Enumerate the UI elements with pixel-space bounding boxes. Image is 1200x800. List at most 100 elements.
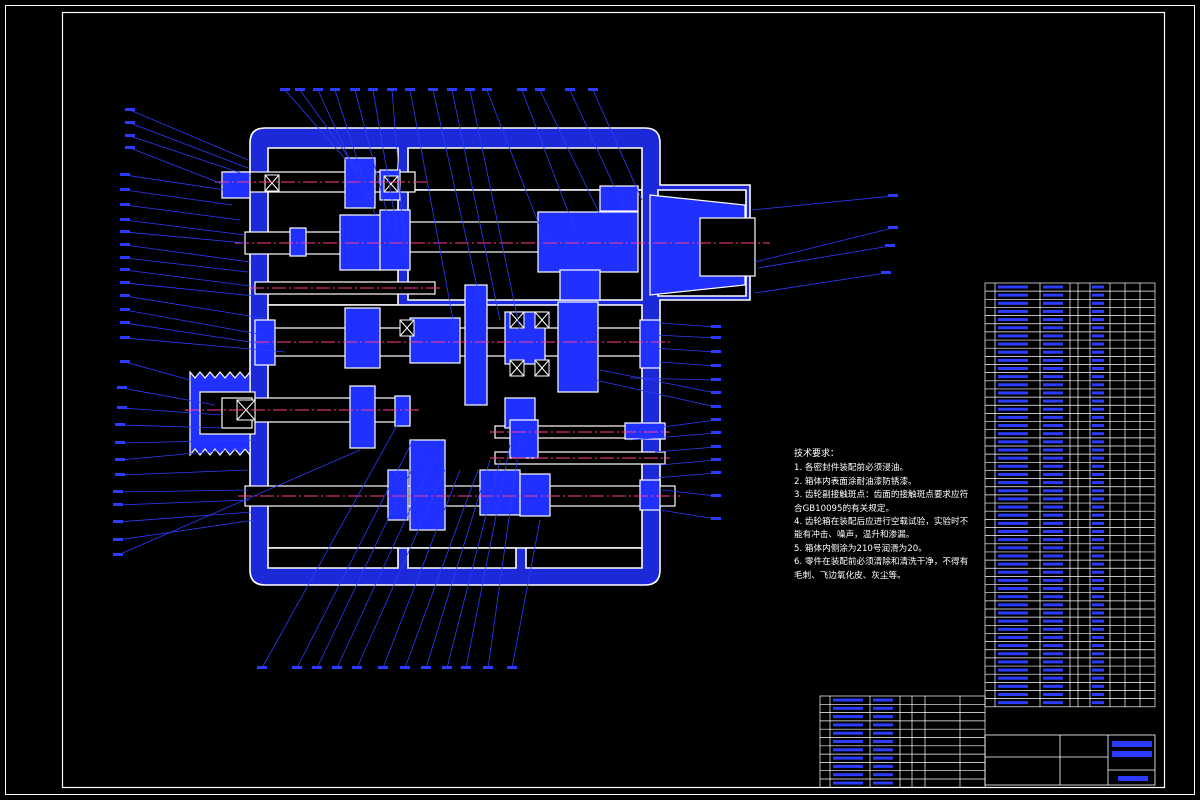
part-number-tag [465, 88, 475, 91]
part-number-tag [313, 88, 323, 91]
parts-list-name-cell [873, 748, 893, 752]
bom-name-cell [1043, 481, 1063, 485]
leader-line [124, 174, 226, 191]
leader-line [594, 379, 717, 408]
bom-material-cell [1092, 293, 1104, 297]
part-number-tag [115, 473, 125, 476]
leader-line [119, 424, 223, 429]
leader-line [129, 147, 226, 186]
leader-line [354, 89, 391, 226]
bom-name-cell [1043, 513, 1063, 517]
part-number-tag [117, 386, 127, 389]
bom-name-cell [1043, 334, 1063, 338]
bom-code-cell [998, 367, 1028, 370]
bom-name-cell [1043, 570, 1063, 574]
bom-name-cell [1043, 367, 1063, 370]
part-number-tag [113, 538, 123, 541]
parts-list-code-cell [833, 731, 863, 735]
bom-name-cell [1043, 375, 1063, 379]
bom-code-cell [998, 391, 1028, 395]
requirement-item: 6. 零件在装配前必须清除和清洗干净，不得有毛刺、飞边氧化皮、灰尘等。 [794, 557, 969, 581]
part-number-tag [113, 490, 123, 493]
part-number-tag [120, 218, 130, 221]
leader-line [121, 387, 216, 406]
part-number-tag [120, 336, 130, 339]
leader-line [382, 469, 461, 669]
bom-name-cell [1043, 578, 1063, 582]
part-number-tag [535, 88, 545, 91]
bom-material-cell [1092, 399, 1104, 403]
leader-line [124, 269, 251, 287]
bom-code-cell [998, 383, 1028, 387]
bom-code-cell [998, 693, 1028, 696]
bom-material-cell [1092, 326, 1104, 330]
bom-code-cell [998, 627, 1028, 631]
leader-line [754, 227, 894, 263]
parts-list-name-cell [873, 698, 893, 702]
bearing-symbols [236, 174, 550, 421]
requirement-item: 3. 齿轮副接触斑点：齿面的接触斑点要求应符合GB10095的有关规定。 [794, 490, 969, 514]
bill-of-materials-table [984, 282, 1156, 708]
bom-name-cell [1043, 448, 1063, 452]
bom-name-cell [1043, 301, 1063, 305]
bom-name-cell [1043, 309, 1063, 313]
leader-line [117, 449, 361, 556]
bom-name-cell [1043, 652, 1063, 656]
leader-line [317, 89, 369, 201]
leader-line [124, 361, 191, 381]
bom-name-cell [1043, 595, 1063, 599]
part-number-tag [482, 88, 492, 91]
bom-name-cell [1043, 424, 1063, 428]
part-number-tag [885, 244, 895, 247]
bom-name-cell [1043, 391, 1063, 395]
parts-list-code-cell [833, 748, 863, 752]
bom-name-cell [1043, 644, 1063, 648]
part-number-tag [120, 243, 130, 246]
bom-name-cell [1043, 432, 1063, 436]
bom-material-cell [1092, 684, 1104, 688]
bom-material-cell [1092, 627, 1104, 631]
leader-line [469, 89, 521, 331]
part-number-tag [483, 666, 493, 669]
bom-name-cell [1043, 554, 1063, 558]
bom-code-cell [998, 587, 1028, 591]
bom-code-cell [998, 464, 1028, 468]
bom-material-cell [1092, 489, 1104, 493]
leader-line [659, 509, 717, 520]
leader-line [124, 322, 271, 346]
part-number-tag [120, 256, 130, 259]
bom-name-cell [1043, 684, 1063, 688]
leader-line [754, 272, 887, 294]
part-number-tag [888, 226, 898, 229]
part-number-tag [881, 271, 891, 274]
part-number-tag [428, 88, 438, 91]
leader-line [486, 89, 549, 249]
bom-material-cell [1092, 562, 1104, 566]
bom-material-cell [1092, 318, 1104, 322]
bom-code-cell [998, 440, 1028, 444]
bom-material-cell [1092, 415, 1104, 419]
part-number-tag [117, 406, 127, 409]
bom-material-cell [1092, 481, 1104, 485]
bom-code-cell [998, 301, 1028, 305]
part-number-tag [115, 441, 125, 444]
part-number-tag [120, 321, 130, 324]
part-number-tag [442, 666, 452, 669]
bom-name-cell [1043, 619, 1063, 623]
leader-line [124, 257, 249, 273]
part-number-tag [350, 88, 360, 91]
part-number-tag [120, 203, 130, 206]
bom-name-cell [1043, 538, 1063, 542]
bom-material-cell [1092, 505, 1104, 509]
bom-material-cell [1092, 456, 1104, 460]
bom-name-cell [1043, 350, 1063, 354]
part-number-tag [711, 494, 721, 497]
bom-code-cell [998, 415, 1028, 419]
leader-line [654, 446, 717, 453]
bom-material-cell [1092, 383, 1104, 387]
part-number-tag [125, 108, 135, 111]
technical-requirements: 技术要求： 1. 各密封件装配前必须浸油。 2. 箱体内表面涂耐油漆防锈漆。 3… [794, 448, 969, 583]
bom-name-cell [1043, 440, 1063, 444]
bom-code-cell [998, 644, 1028, 648]
bom-name-cell [1043, 693, 1063, 696]
